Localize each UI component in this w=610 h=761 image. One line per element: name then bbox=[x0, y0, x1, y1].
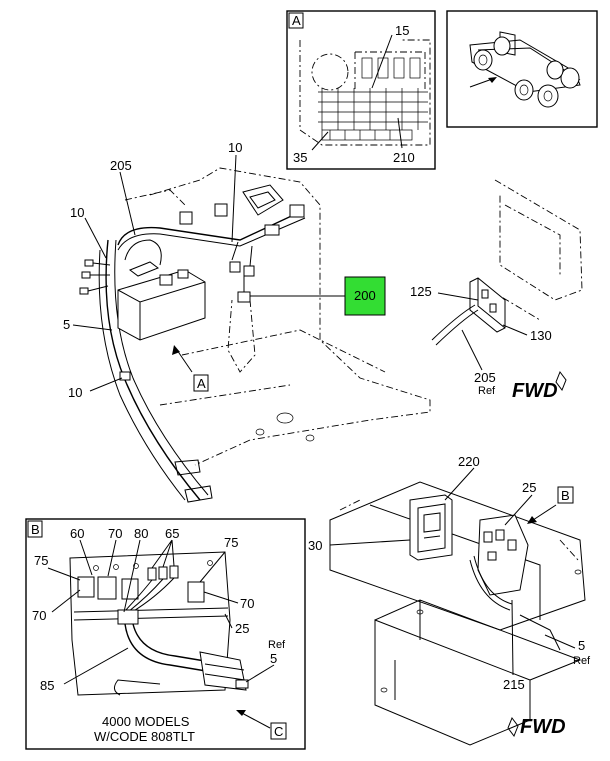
callout-75-right: 75 bbox=[224, 535, 238, 550]
callout-200-box bbox=[344, 276, 386, 316]
fuse-grid bbox=[318, 88, 428, 141]
main-cab-view bbox=[79, 167, 431, 503]
callout-25-detail: 25 bbox=[235, 621, 249, 636]
callout-200: 200 bbox=[354, 288, 376, 303]
view-c-indicator: C bbox=[236, 710, 287, 740]
callout-70-right: 70 bbox=[240, 596, 254, 611]
detail-b-panel: B bbox=[25, 518, 306, 750]
ref-detail-b: Ref bbox=[268, 639, 286, 651]
callout-220: 220 bbox=[458, 454, 480, 469]
fwd-label-top: FWD bbox=[512, 380, 558, 402]
callout-10-left: 10 bbox=[70, 205, 84, 220]
view-a-label: A bbox=[197, 376, 206, 391]
detail-a-panel: A 15 35 210 bbox=[286, 10, 436, 170]
callout-215: 215 bbox=[503, 677, 525, 692]
callout-205-main: 205 bbox=[110, 158, 132, 173]
ref-frame: Ref bbox=[573, 655, 591, 667]
callout-60: 60 bbox=[70, 526, 84, 541]
callout-125: 125 bbox=[410, 284, 432, 299]
detail-b-tag: B bbox=[31, 522, 40, 537]
callout-25-frame: 25 bbox=[522, 480, 536, 495]
fwd-label-bottom: FWD bbox=[520, 716, 566, 738]
view-c-label: C bbox=[274, 724, 283, 739]
callout-65: 65 bbox=[165, 526, 179, 541]
callout-200-highlight: 200 bbox=[344, 276, 386, 316]
callout-5-frame: 5 bbox=[578, 638, 585, 653]
view-b-label: B bbox=[561, 488, 570, 503]
callout-5-detail: 5 bbox=[270, 651, 277, 666]
ref-bracket: Ref bbox=[478, 385, 496, 397]
truck-locator-box bbox=[446, 10, 598, 128]
callout-10-top: 10 bbox=[228, 140, 242, 155]
callout-5-main: 5 bbox=[63, 317, 70, 332]
view-b-indicator: B bbox=[527, 486, 574, 524]
callout-30: 30 bbox=[308, 538, 322, 553]
caption-line-1: 4000 MODELS bbox=[102, 714, 190, 729]
callout-205-bracket: 205 bbox=[474, 370, 496, 385]
callout-15: 15 bbox=[395, 23, 409, 38]
callout-85: 85 bbox=[40, 678, 54, 693]
bracket-detail bbox=[431, 179, 583, 346]
callout-210: 210 bbox=[393, 150, 415, 165]
caption-line-2: W/CODE 808TLT bbox=[94, 729, 195, 744]
view-a-indicator: A bbox=[172, 345, 209, 392]
callout-80: 80 bbox=[134, 526, 148, 541]
callout-75-left: 75 bbox=[34, 553, 48, 568]
callout-10-bottom: 10 bbox=[68, 385, 82, 400]
callout-70-left: 70 bbox=[32, 608, 46, 623]
callout-130: 130 bbox=[530, 328, 552, 343]
callout-70-top: 70 bbox=[108, 526, 122, 541]
fwd-arrow-bottom: FWD bbox=[507, 716, 566, 738]
frame-view bbox=[329, 481, 586, 746]
detail-a-tag: A bbox=[292, 13, 301, 28]
callout-35: 35 bbox=[293, 150, 307, 165]
fwd-arrow-top: FWD bbox=[512, 370, 567, 402]
